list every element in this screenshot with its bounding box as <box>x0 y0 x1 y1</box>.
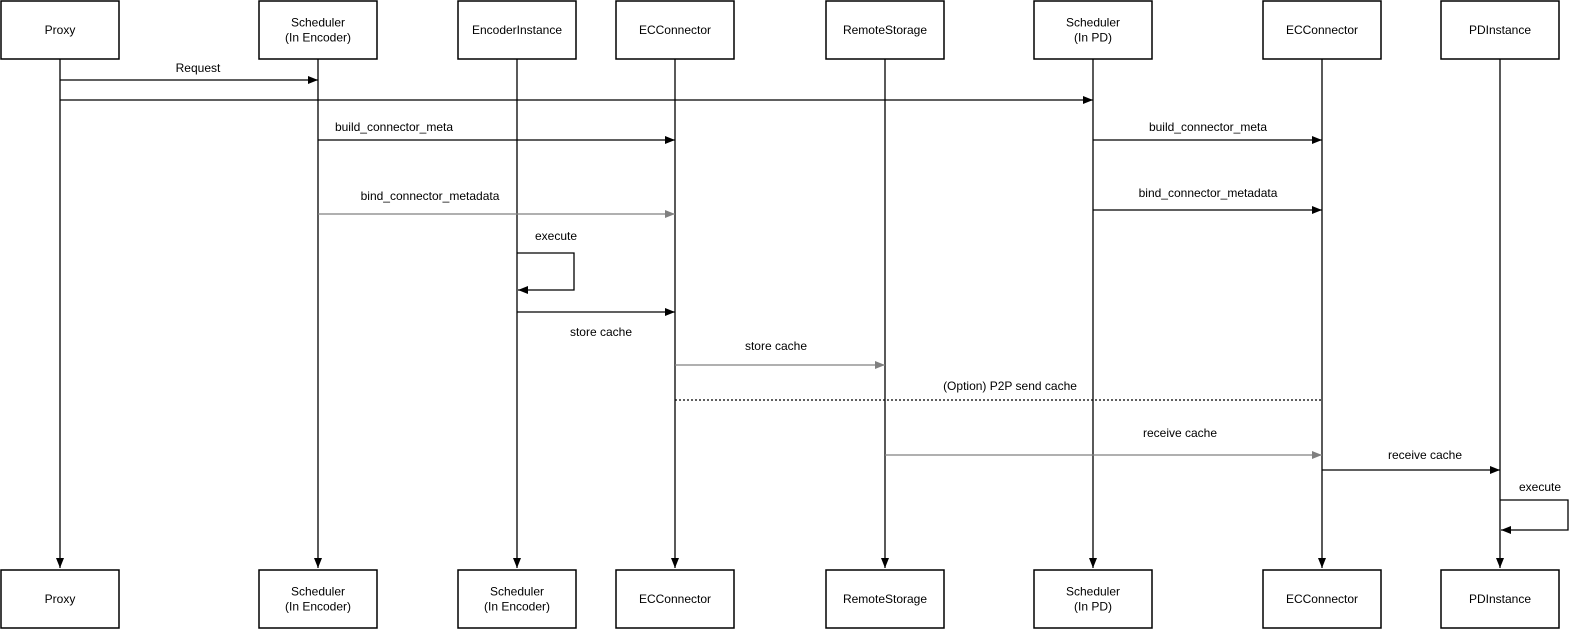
actor-bottom-label-ec-connector-encoder: ECConnector <box>639 592 711 606</box>
actor-top-label-scheduler-encoder: Scheduler <box>291 16 345 30</box>
actor-bottom-box-proxy <box>0 569 120 629</box>
message-label-8: (Option) P2P send cache <box>943 379 1077 393</box>
actor-bottom-label-scheduler-encoder: Scheduler <box>291 585 345 599</box>
actor-top-label-scheduler-pd: (In PD) <box>1074 31 1112 45</box>
actor-top-box-ec-connector-encoder <box>615 0 735 60</box>
actor-bottom-label-encoder-instance: Scheduler <box>490 585 544 599</box>
message-label-9: receive cache <box>1143 426 1217 440</box>
actor-bottom-label-scheduler-pd: Scheduler <box>1066 585 1120 599</box>
actor-top-box-scheduler-encoder <box>258 0 378 60</box>
actor-top-box-remote-storage <box>825 0 945 60</box>
message-label-6: store cache <box>570 325 632 339</box>
actor-top-box-proxy <box>0 0 120 60</box>
self-loop-0 <box>517 252 575 294</box>
actor-bottom-label-scheduler-pd: (In PD) <box>1074 600 1112 614</box>
actor-top-label-ec-connector-encoder: ECConnector <box>639 23 711 37</box>
actor-bottom-label-remote-storage: RemoteStorage <box>843 592 927 606</box>
actor-top-box-pd-instance <box>1440 0 1560 60</box>
message-label-4: bind_connector_metadata <box>361 189 500 203</box>
self-loop-label-1: execute <box>1519 480 1561 494</box>
actor-top-box-ec-connector-pd <box>1262 0 1382 60</box>
actor-top-label-scheduler-encoder: (In Encoder) <box>285 31 351 45</box>
actor-top-label-proxy: Proxy <box>45 23 76 37</box>
message-label-5: bind_connector_metadata <box>1139 186 1278 200</box>
message-label-3: build_connector_meta <box>1149 120 1267 134</box>
actor-bottom-box-encoder-instance <box>457 569 577 629</box>
message-label-0: Request <box>176 61 221 75</box>
actor-bottom-box-scheduler-encoder <box>258 569 378 629</box>
actor-bottom-label-encoder-instance: (In Encoder) <box>484 600 550 614</box>
actor-top-label-pd-instance: PDInstance <box>1469 23 1531 37</box>
actor-bottom-box-ec-connector-pd <box>1262 569 1382 629</box>
actor-top-label-remote-storage: RemoteStorage <box>843 23 927 37</box>
message-label-10: receive cache <box>1388 448 1462 462</box>
self-loop-1 <box>1500 499 1569 534</box>
message-label-7: store cache <box>745 339 807 353</box>
actor-top-box-encoder-instance <box>457 0 577 60</box>
actor-bottom-box-pd-instance <box>1440 569 1560 629</box>
actor-bottom-label-ec-connector-pd: ECConnector <box>1286 592 1358 606</box>
actor-bottom-box-remote-storage <box>825 569 945 629</box>
actor-bottom-box-scheduler-pd <box>1033 569 1153 629</box>
actor-bottom-box-ec-connector-encoder <box>615 569 735 629</box>
actor-bottom-label-pd-instance: PDInstance <box>1469 592 1531 606</box>
self-loop-label-0: execute <box>535 229 577 243</box>
actor-bottom-label-proxy: Proxy <box>45 592 76 606</box>
actor-top-box-scheduler-pd <box>1033 0 1153 60</box>
message-label-2: build_connector_meta <box>335 120 453 134</box>
actor-bottom-label-scheduler-encoder: (In Encoder) <box>285 600 351 614</box>
actor-top-label-encoder-instance: EncoderInstance <box>472 23 562 37</box>
actor-top-label-scheduler-pd: Scheduler <box>1066 16 1120 30</box>
actor-top-label-ec-connector-pd: ECConnector <box>1286 23 1358 37</box>
